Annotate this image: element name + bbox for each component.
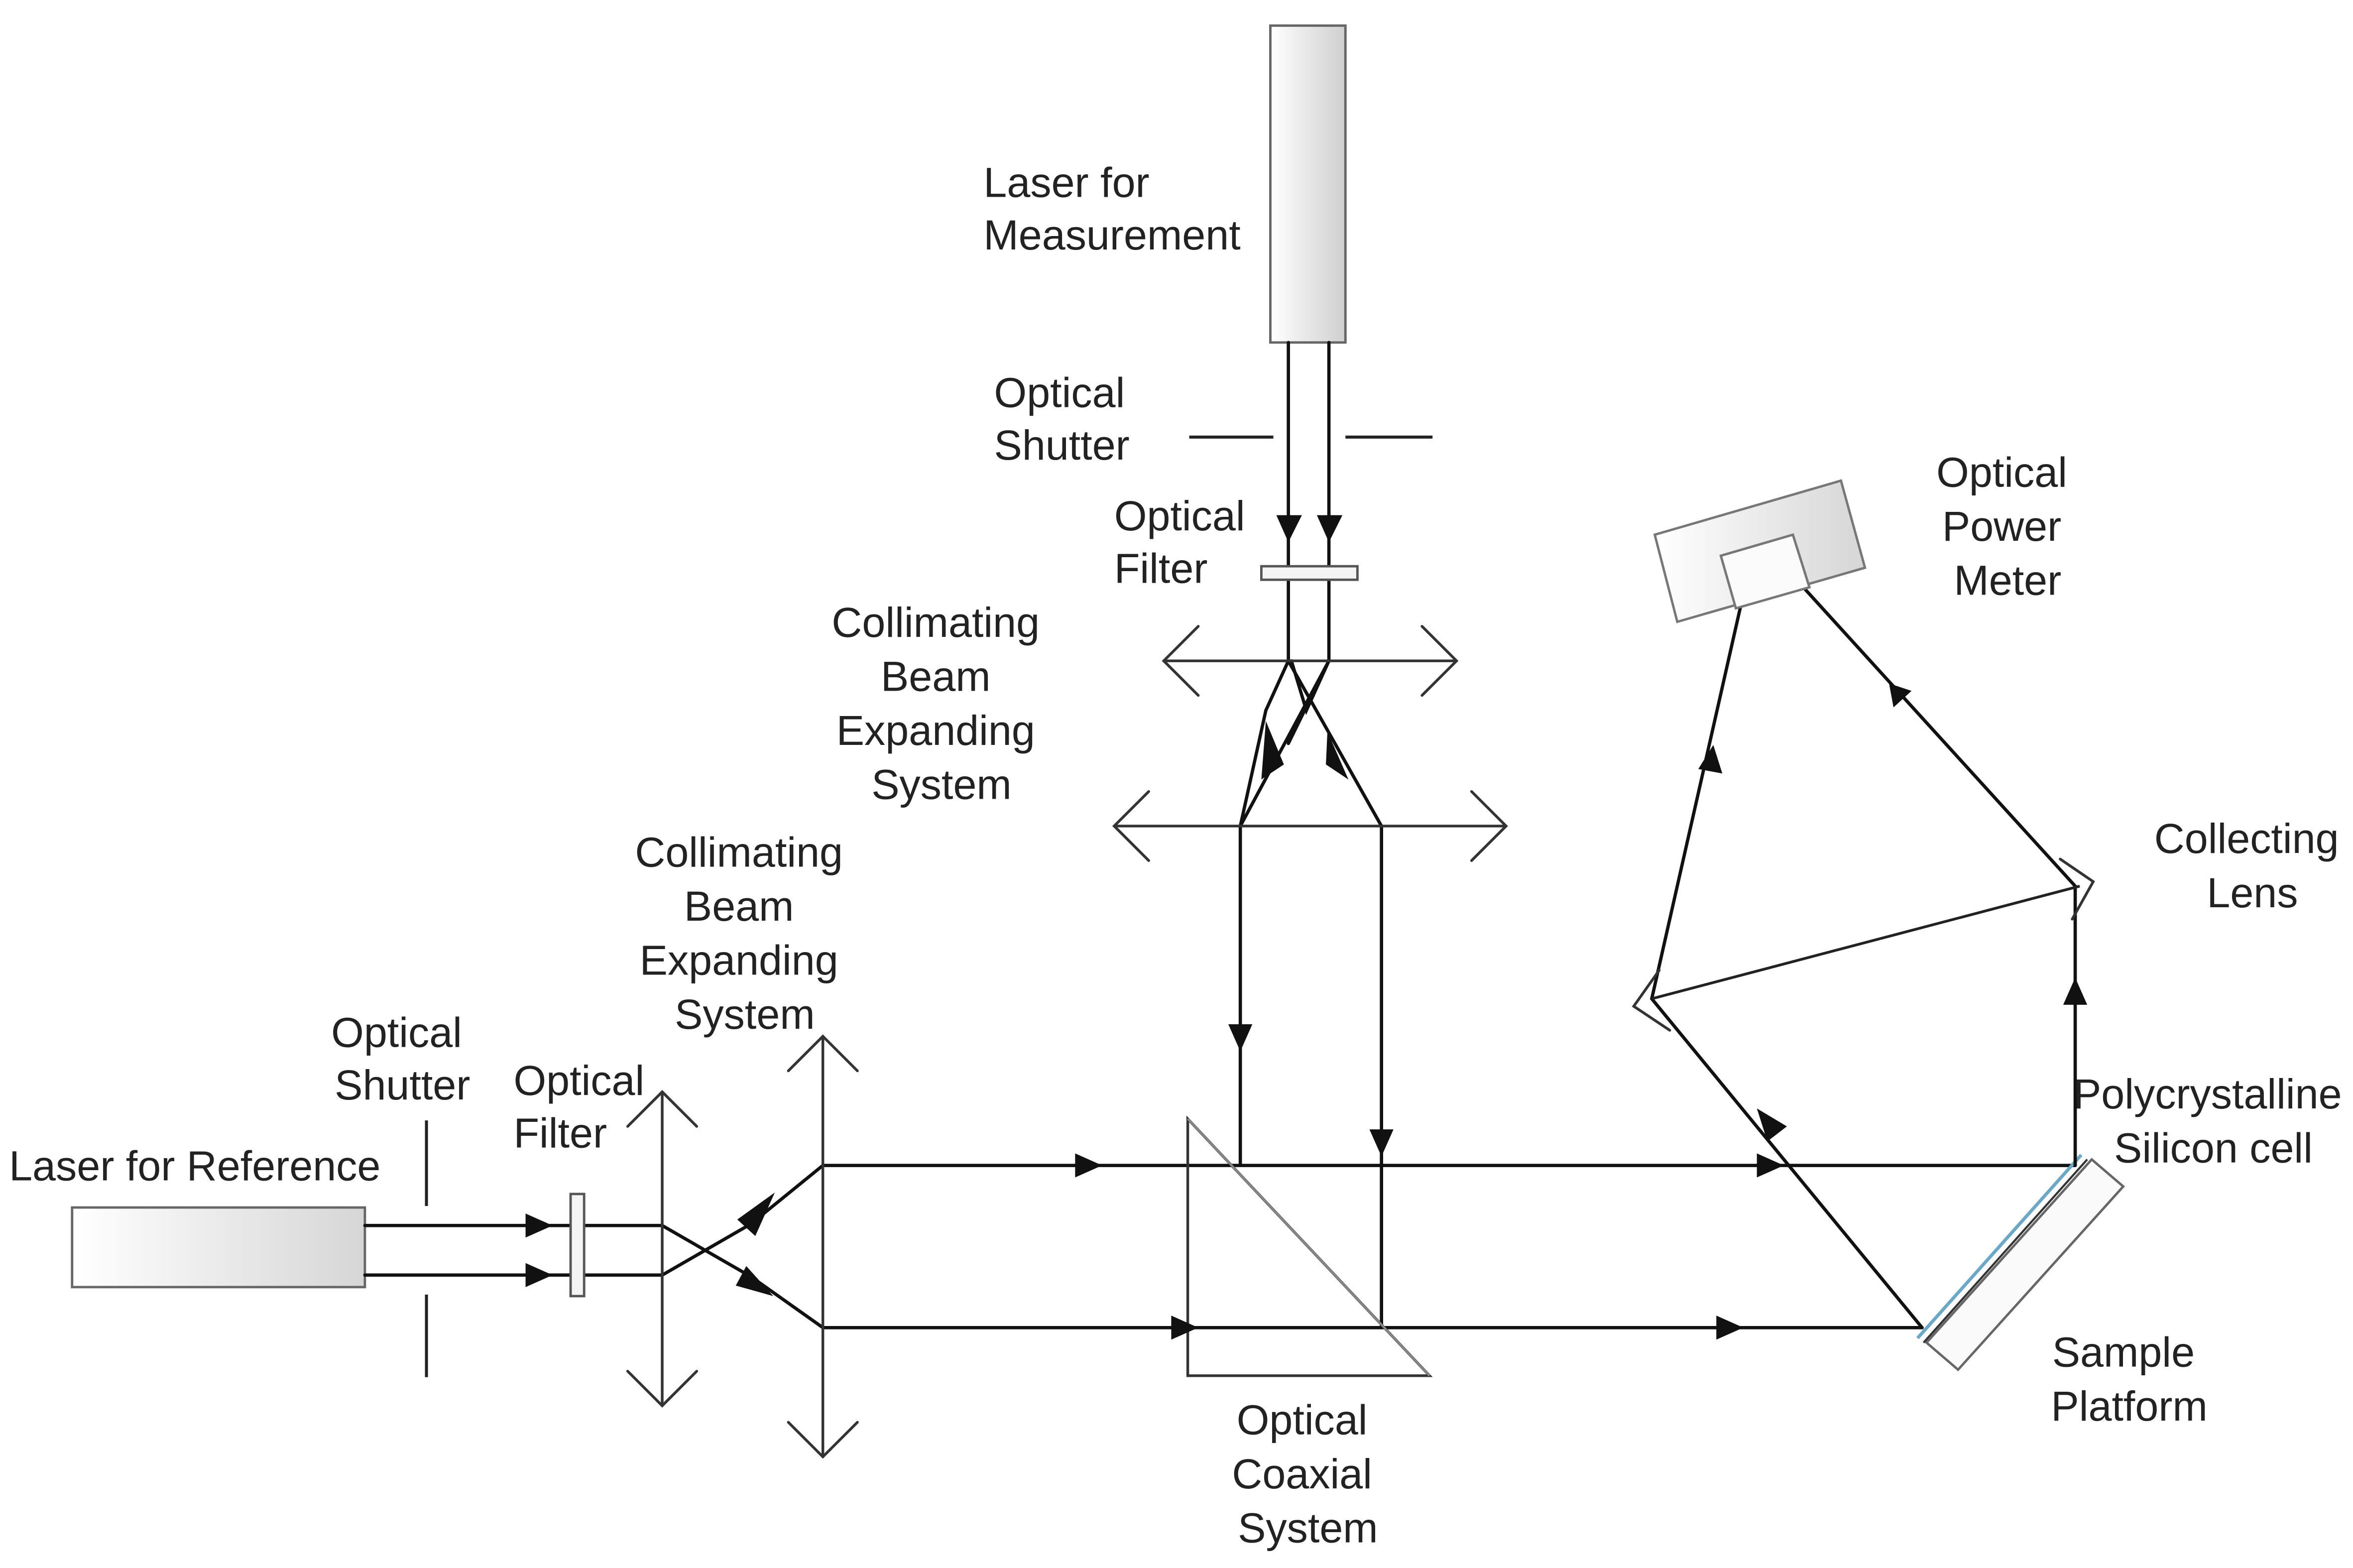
top-lower-lens <box>1112 790 1508 862</box>
svg-text:Optical Coaxial Sy: Optical Coaxial System <box>1232 1396 1384 1551</box>
label-collecting-lens-2: Lens <box>2207 869 2298 916</box>
label-coaxial-2: Coaxial <box>1232 1450 1372 1497</box>
collecting-lens <box>2059 857 2095 921</box>
svg-text:Sample Platform: Sample Platform <box>2051 1329 2207 1430</box>
svg-text:Optical Power Mete: Optical Power Meter <box>1936 449 2079 603</box>
label-coaxial-1: Optical <box>1237 1396 1368 1443</box>
measurement-beam-right <box>1287 341 1331 745</box>
label-laser-reference: Laser for Reference <box>9 1143 380 1190</box>
svg-text:Collimating Beam E: Collimating Beam Expanding System <box>635 829 854 1038</box>
svg-text:Polycrystalline Silicon: Polycrystalline Silicon cell <box>2073 1071 2353 1172</box>
measurement-beam-cross-left <box>1238 659 1331 828</box>
label-filter-top-2: Filter <box>1114 545 1208 592</box>
label-shutter-top-1: Optical <box>994 369 1125 416</box>
svg-text:Optical Shutter: Optical Shutter <box>331 1009 473 1108</box>
label-coaxial-3: System <box>1238 1505 1378 1552</box>
svg-text:Collecting Lens: Collecting Lens <box>2154 815 2351 916</box>
left-lens-1 <box>626 1089 699 1408</box>
svg-text:Optical Filter: Optical Filter <box>1114 492 1257 592</box>
laser-reference-body <box>71 1206 366 1289</box>
label-collecting-lens-1: Collecting <box>2154 815 2339 862</box>
measurement-beam-left <box>1238 341 1291 1166</box>
label-shutter-left-2: Shutter <box>335 1062 470 1108</box>
top-upper-lens <box>1162 625 1459 697</box>
laser-measurement-body <box>1269 24 1347 344</box>
svg-text:Laser for Measurement: Laser for Measurement <box>983 159 1240 258</box>
reference-beam-lower <box>363 1164 2077 1277</box>
left-lens-2 <box>787 1034 859 1459</box>
label-laser-measurement-2: Measurement <box>983 212 1240 258</box>
label-cbes-left-4: System <box>675 991 815 1038</box>
label-filter-left-1: Optical <box>513 1057 644 1104</box>
label-cbes-top-3: Expanding <box>836 707 1035 754</box>
label-filter-top-1: Optical <box>1114 492 1245 539</box>
label-sample-platform-1: Sample <box>2052 1329 2195 1376</box>
svg-text:Optical Shutter: Optical Shutter <box>994 369 1137 469</box>
label-cbes-top-4: System <box>871 761 1012 808</box>
svg-text:Optical Filter: Optical Filter <box>513 1057 656 1157</box>
label-cell-1: Polycrystalline <box>2073 1071 2342 1117</box>
label-sample-platform-2: Platform <box>2051 1383 2207 1430</box>
label-cell-2: Silicon cell <box>2114 1125 2313 1172</box>
label-power-meter-3: Meter <box>1954 557 2061 603</box>
label-laser-measurement-1: Laser for <box>983 159 1149 206</box>
label-shutter-left-1: Optical <box>331 1009 462 1056</box>
reflected-beam-upper <box>1800 584 2077 1167</box>
label-cbes-left-2: Beam <box>684 883 794 930</box>
sample-platform <box>1916 1154 2125 1372</box>
cross-beam <box>1651 884 2080 1000</box>
label-shutter-top-2: Shutter <box>994 422 1130 469</box>
label-filter-left-2: Filter <box>513 1109 607 1156</box>
left-optical-filter <box>569 1193 586 1298</box>
optical-power-meter-body <box>1653 479 1867 623</box>
arrow-heads <box>525 515 2088 1340</box>
label-cbes-left-1: Collimating <box>635 829 843 875</box>
optical-coaxial-prism <box>1186 1115 1433 1377</box>
label-power-meter-2: Power <box>1942 503 2061 550</box>
top-optical-filter <box>1260 565 1359 581</box>
label-cbes-left-3: Expanding <box>640 937 838 984</box>
small-mirror <box>1632 968 1671 1032</box>
label-power-meter-1: Optical <box>1936 449 2067 495</box>
label-cbes-top-1: Collimating <box>831 599 1040 646</box>
svg-text:Collimating Beam E: Collimating Beam Expanding System <box>831 599 1051 808</box>
label-cbes-top-2: Beam <box>881 653 991 700</box>
